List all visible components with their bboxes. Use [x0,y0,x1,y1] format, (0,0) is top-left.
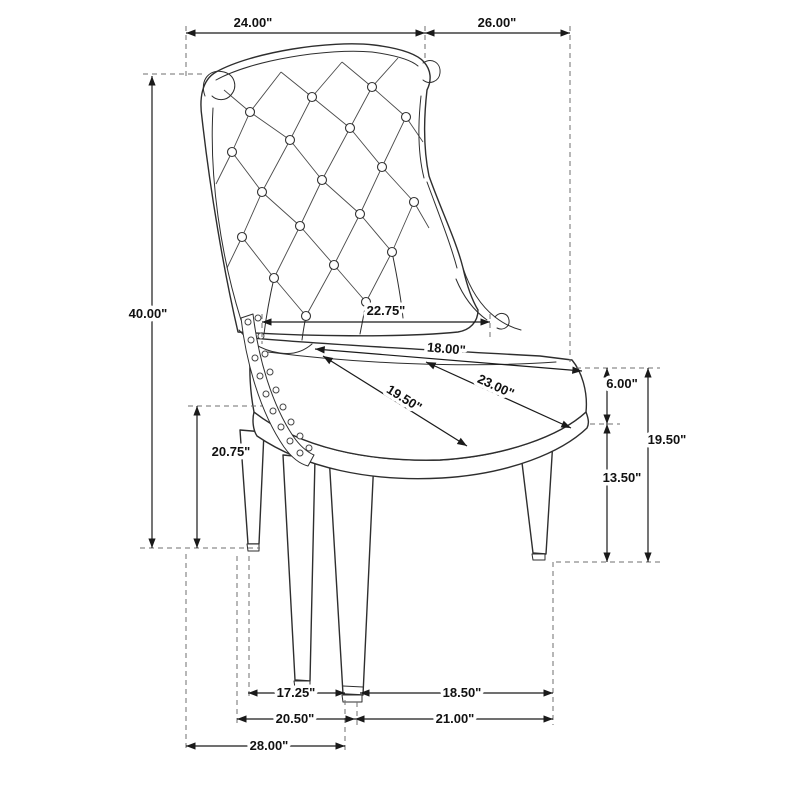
tufting-lattice [215,57,430,317]
dim-label-seat-height: 19.50" [648,432,687,447]
dim-label-front-leg-spacing: 18.50" [443,685,482,700]
nailhead-band [240,313,315,467]
tufting-buttons [226,81,420,322]
dim-label-top-depth: 26.00" [478,15,517,30]
top-right-scroll [422,60,441,83]
dim-label-back-top-width: 24.00" [234,15,273,30]
chair-illustration [200,43,590,703]
dimension-lines [148,29,652,750]
dim-label-side-leg-spacing: 17.25" [277,685,316,700]
dim-label-overall-depth: 28.00" [250,738,289,753]
dim-label-base-width-right: 21.00" [436,711,475,726]
front-left-foot [293,680,311,689]
front-left-leg [282,454,316,682]
chair-legs [239,429,554,703]
left-wing-inner-line [211,107,242,321]
right-arm-scroll [494,312,510,330]
dim-label-arm-height: 20.75" [212,444,251,459]
pleat-lines [263,251,404,341]
left-arm [238,313,315,467]
dim-label-base-depth-left: 20.50" [276,711,315,726]
extension-lines [140,26,660,752]
back-right-foot [531,553,546,561]
right-wing-inner-line [418,95,458,269]
dim-label-cushion-thickness: 6.00" [606,376,637,391]
right-arm [455,267,522,331]
front-right-leg [328,454,375,696]
right-arm-inner-curve [455,278,488,321]
dimension-labels: 24.00" 26.00" 40.00" 20.75" 22.75" 18.00… [125,12,690,757]
top-left-scroll [202,70,236,101]
dim-line-seat-diagonal [322,355,468,447]
dim-label-seat-back-width: 22.75" [367,303,406,318]
front-right-foot [341,694,363,703]
front-right-ankle-line [342,685,364,688]
top-piping-line [215,50,419,81]
chair-back [200,43,479,341]
nailhead-trim [244,314,313,457]
dim-label-overall-height: 40.00" [129,306,168,321]
dim-label-leg-height: 13.50" [603,470,642,485]
